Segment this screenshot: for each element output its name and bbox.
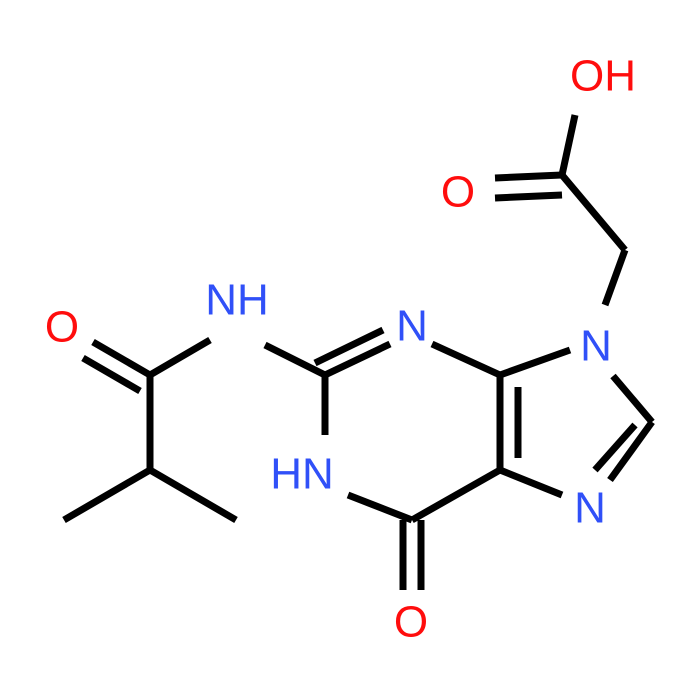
bond-n9-c8	[610, 373, 655, 425]
atom-label-n9: N	[580, 322, 612, 371]
bond-c-oh	[558, 114, 579, 176]
bond-carboxyl-ch2	[559, 172, 628, 253]
atom-label-o-acid: O	[441, 168, 475, 217]
bond-n1-c6	[346, 491, 414, 524]
atom-label-n3: N	[396, 302, 428, 351]
bond-n3-c2-a	[323, 340, 392, 379]
bond-n9-c4	[498, 346, 572, 379]
bond-ch2-n9	[601, 248, 629, 307]
bond-ch-methyl-right	[148, 466, 238, 524]
bond-carbonyl-o-b	[81, 354, 142, 395]
atom-label-nh-amide: NH	[205, 276, 269, 325]
atom-label-oh: OH	[570, 52, 636, 101]
bond-c4-n3	[430, 340, 502, 379]
atom-label-n7: N	[574, 484, 606, 533]
bond-c-o-double-a	[494, 171, 563, 182]
bond-n3-c2-b	[313, 326, 385, 367]
bond-n7-c5	[498, 466, 564, 499]
bond-c6-c5	[410, 466, 502, 524]
bond-c2-nh	[263, 341, 327, 379]
atom-label-o6: O	[394, 598, 428, 647]
bond-nh-carbonyl	[148, 336, 212, 379]
bonds	[62, 114, 655, 590]
bond-carbonyl-o-a	[91, 338, 152, 379]
bond-c8-n7-a	[607, 419, 655, 483]
atom-label-o-amide: O	[45, 303, 79, 352]
bond-c-o-double-b	[494, 191, 563, 202]
atom-label-hn1: HN	[270, 450, 334, 499]
atom-labels: OH O N N NH O HN N O	[45, 52, 636, 647]
bond-ch-methyl-left	[62, 466, 152, 524]
bond-c8-n7-b	[592, 422, 638, 473]
